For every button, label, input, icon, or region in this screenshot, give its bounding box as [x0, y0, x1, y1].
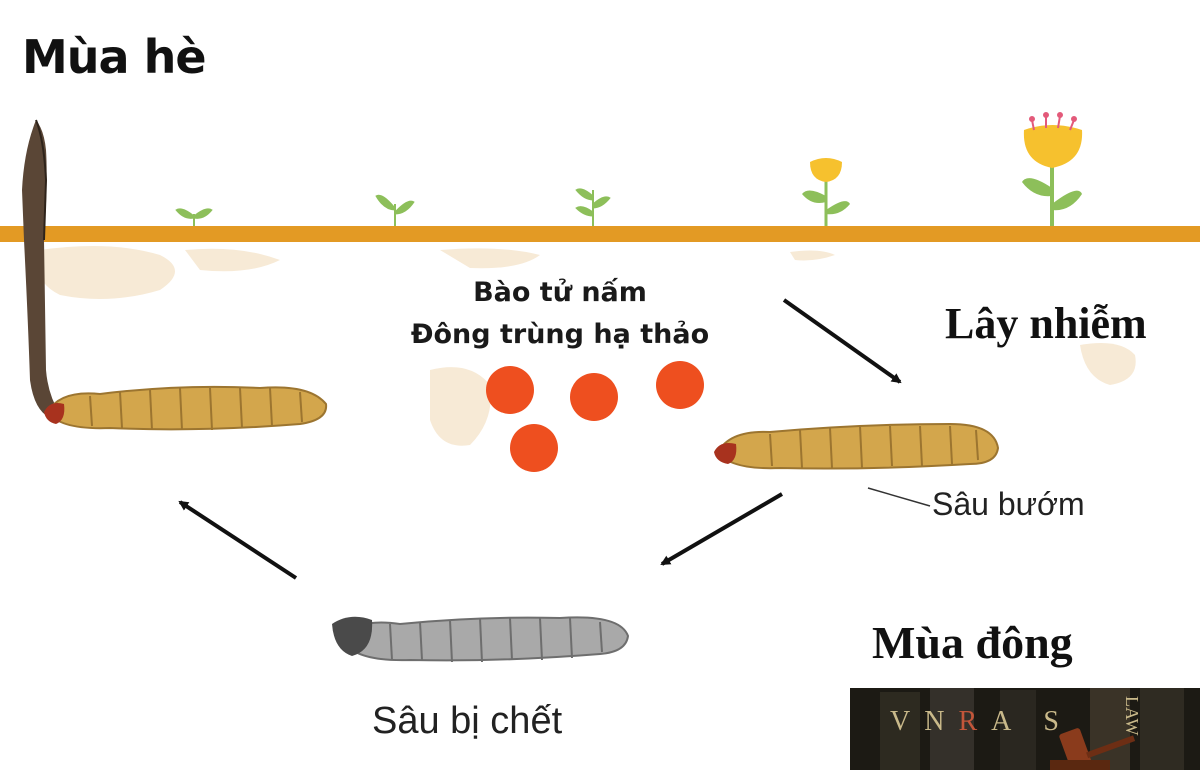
caterpillar-label: Sâu bướm — [932, 486, 1085, 522]
cycle-arrows — [178, 298, 902, 580]
infected-larva — [44, 385, 328, 431]
caterpillar-pointer — [867, 487, 931, 507]
spore-3 — [656, 361, 704, 409]
sprout-3 — [575, 188, 611, 226]
dead-larva — [332, 616, 630, 663]
small-flower — [802, 158, 850, 226]
spore-2 — [570, 373, 618, 421]
winter-label: Mùa đông — [872, 617, 1073, 668]
cordyceps-stalk — [22, 119, 60, 418]
logo-background — [850, 688, 1200, 770]
soil-patches — [37, 246, 1136, 446]
sprout-1 — [175, 208, 213, 226]
summer-title: Mùa hè — [22, 30, 207, 84]
arrow-infection — [782, 298, 902, 384]
sprout-2 — [375, 194, 415, 226]
caterpillar — [714, 422, 1000, 507]
arrow-to-fruiting — [178, 500, 298, 580]
spore-4 — [510, 424, 558, 472]
fungal-spores — [486, 361, 704, 472]
arrow-to-death — [660, 492, 784, 566]
infection-label: Lây nhiễm — [945, 299, 1147, 348]
gavel-icon — [1050, 728, 1136, 770]
ground-line — [0, 226, 1200, 242]
spore-1 — [486, 366, 534, 414]
spore-label: Bào tử nấm Đông trùng hạ thảo — [410, 277, 710, 350]
dead-larva-label: Sâu bị chết — [372, 700, 563, 742]
logo-side-text: LAW — [1122, 696, 1142, 736]
large-flower — [1022, 112, 1083, 226]
